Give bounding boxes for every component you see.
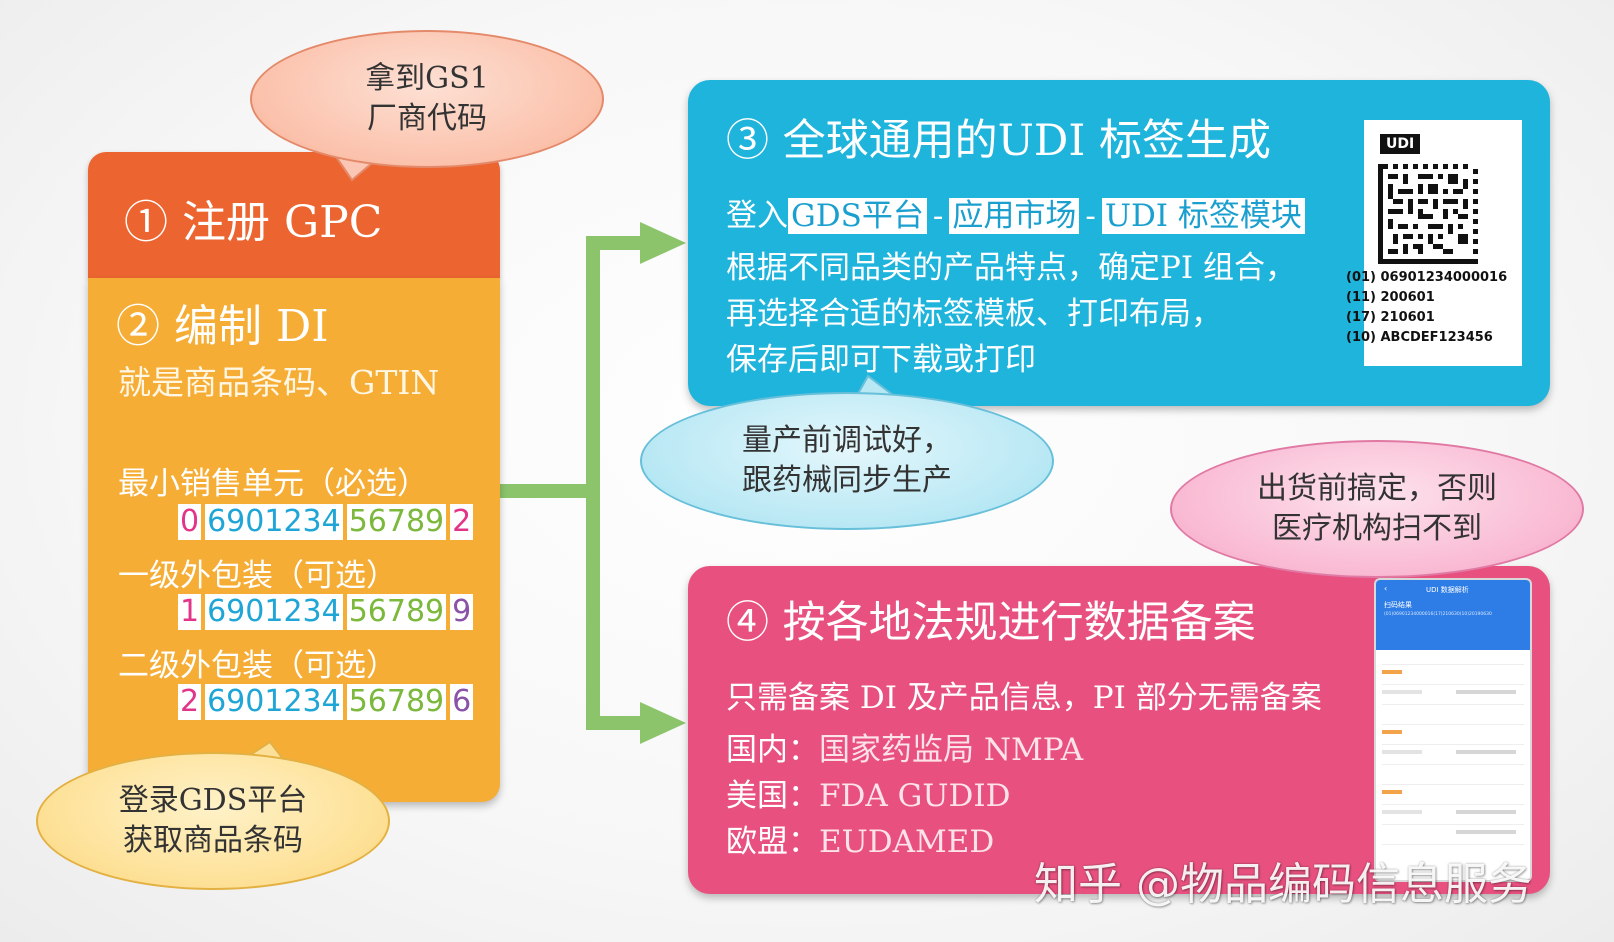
bubble-get-gs1-code: 拿到GS1 厂商代码 bbox=[250, 30, 604, 168]
package-label-consumer-unit: 最小销售单元（必选） bbox=[118, 466, 428, 502]
code-indicator-digit: 0 bbox=[178, 504, 202, 540]
code-item-reference: 56789 bbox=[346, 594, 447, 630]
region-label: 美国： bbox=[726, 778, 819, 814]
udi-label-sample: UDI (01) 06901234000016 (11) 200601 (17)… bbox=[1346, 120, 1522, 366]
phone-scan-value: (01)06901234000016(17)210630(10)20190630 bbox=[1384, 612, 1492, 617]
code-check-digit: 2 bbox=[450, 504, 474, 540]
region-label: 欧盟： bbox=[726, 824, 819, 860]
code-indicator-digit: 2 bbox=[178, 684, 202, 720]
step1-register-gpc-panel: ① 注册 GPC bbox=[88, 152, 500, 278]
bubble-gds-line-2: 获取商品条码 bbox=[122, 823, 303, 858]
package-label-first-outer: 一级外包装（可选） bbox=[118, 558, 397, 594]
gtin-code-second-outer: 2 6901234 56789 6 bbox=[178, 684, 474, 720]
step3-line-3: 保存后即可下载或打印 bbox=[726, 342, 1036, 378]
code-company-prefix: 6901234 bbox=[205, 684, 343, 720]
bubble-gds-line-1: 登录GDS平台 bbox=[118, 783, 308, 818]
bubble-gs1-line-1: 拿到GS1 bbox=[365, 61, 489, 96]
zhihu-watermark: 知乎 @物品编码信息服务 bbox=[1034, 859, 1532, 910]
udi-line-batch: (10) ABCDEF123456 bbox=[1346, 330, 1493, 345]
code-item-reference: 56789 bbox=[346, 504, 447, 540]
bubble-login-gds: 登录GDS平台 获取商品条码 bbox=[36, 752, 390, 890]
path-separator: - bbox=[1085, 198, 1096, 234]
path-separator: - bbox=[932, 198, 944, 234]
region-label: 国内： bbox=[726, 732, 819, 768]
bubble-gs1-line-2: 厂商代码 bbox=[366, 101, 487, 136]
udi-badge: UDI bbox=[1380, 134, 1421, 154]
bubble-before-shipping: 出货前搞定，否则 医疗机构扫不到 bbox=[1170, 440, 1584, 578]
phone-header: ‹ UDI 数据解析 扫码结果 (01)06901234000016(17)21… bbox=[1376, 580, 1530, 650]
datamatrix-code-icon bbox=[1378, 164, 1478, 264]
step4-line-1: 只需备案 DI 及产品信息，PI 部分无需备案 bbox=[726, 680, 1322, 716]
step2-subtitle: 就是商品条码、GTIN bbox=[118, 363, 440, 402]
step3-path: 登入GDS平台-应用市场-UDI 标签模块 bbox=[726, 190, 1305, 235]
bubble-trial-line-2: 跟药械同步生产 bbox=[742, 463, 952, 498]
region-usa: 美国：FDA GUDID bbox=[726, 770, 1010, 815]
gtin-code-first-outer: 1 6901234 56789 9 bbox=[178, 594, 474, 630]
region-eu: 欧盟：EUDAMED bbox=[726, 816, 994, 861]
udi-line-expiry-date: (17) 210601 bbox=[1346, 310, 1435, 325]
code-check-digit: 9 bbox=[450, 594, 474, 630]
step3-line-2: 再选择合适的标签模板、打印布局， bbox=[726, 296, 1222, 332]
login-prefix: 登入 bbox=[726, 198, 788, 234]
region-value: FDA GUDID bbox=[819, 778, 1011, 814]
code-company-prefix: 6901234 bbox=[205, 594, 343, 630]
step3-line-1: 根据不同品类的产品特点，确定PI 组合， bbox=[726, 250, 1296, 286]
path-app-market: 应用市场 bbox=[949, 198, 1080, 234]
bubble-trial-production: 量产前调试好， 跟药械同步生产 bbox=[640, 392, 1054, 530]
code-indicator-digit: 1 bbox=[178, 594, 202, 630]
path-udi-label-module: UDI 标签模块 bbox=[1101, 198, 1305, 234]
phone-header-title: UDI 数据解析 bbox=[1426, 586, 1469, 594]
package-label-second-outer: 二级外包装（可选） bbox=[118, 648, 397, 684]
region-value: 国家药监局 NMPA bbox=[819, 732, 1084, 768]
bubble-trial-line-1: 量产前调试好， bbox=[742, 423, 952, 458]
phone-udi-parse-screenshot: ‹ UDI 数据解析 扫码结果 (01)06901234000016(17)21… bbox=[1374, 578, 1532, 882]
step3-title: ③ 全球通用的UDI 标签生成 bbox=[726, 116, 1272, 166]
back-icon: ‹ bbox=[1384, 584, 1388, 593]
bubble-ship-line-1: 出货前搞定，否则 bbox=[1257, 471, 1497, 506]
step4-title: ④ 按各地法规进行数据备案 bbox=[726, 598, 1256, 648]
region-china: 国内：国家药监局 NMPA bbox=[726, 724, 1083, 769]
bubble-ship-line-2: 医疗机构扫不到 bbox=[1272, 511, 1482, 546]
code-company-prefix: 6901234 bbox=[205, 504, 343, 540]
udi-line-gtin: (01) 06901234000016 bbox=[1346, 270, 1508, 285]
code-item-reference: 56789 bbox=[346, 684, 447, 720]
gtin-code-consumer-unit: 0 6901234 56789 2 bbox=[178, 504, 474, 540]
step1-title: ① 注册 GPC bbox=[124, 197, 383, 248]
udi-line-production-date: (11) 200601 bbox=[1346, 290, 1435, 305]
step2-title: ② 编制 DI bbox=[116, 301, 329, 352]
step2-encode-di-panel: ② 编制 DI 就是商品条码、GTIN 最小销售单元（必选） 0 6901234… bbox=[88, 278, 500, 802]
code-check-digit: 6 bbox=[450, 684, 474, 720]
phone-scan-label: 扫码结果 bbox=[1384, 601, 1412, 609]
path-gds-platform: GDS平台 bbox=[788, 198, 927, 234]
region-value: EUDAMED bbox=[819, 824, 995, 860]
